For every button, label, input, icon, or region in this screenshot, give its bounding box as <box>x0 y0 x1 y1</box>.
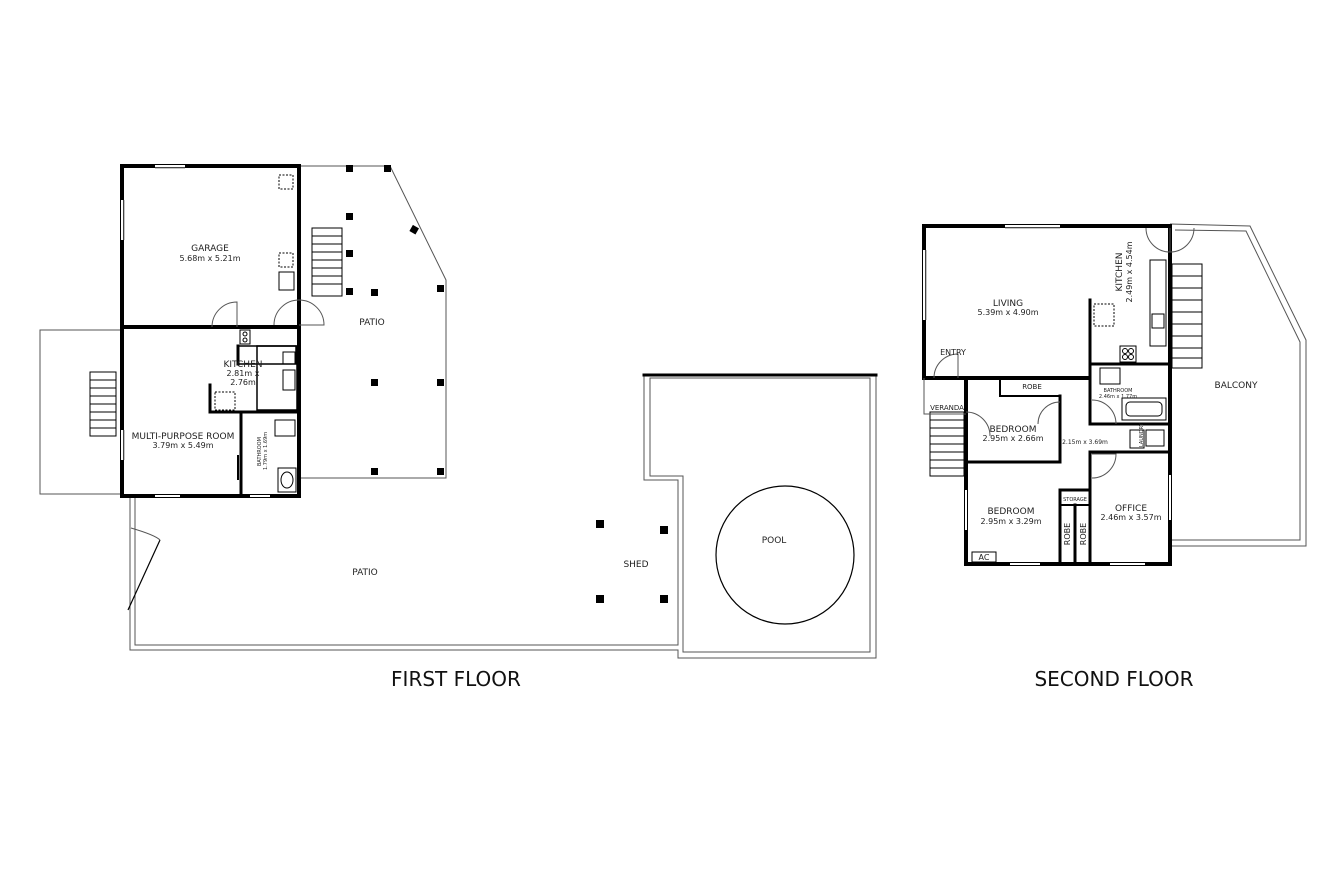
patio-stairs <box>311 227 343 297</box>
second-floor-doors <box>933 227 1195 479</box>
second-bathroom-label: BATHROOM <box>1104 388 1133 394</box>
kitchen-dims-line2: 2.76m <box>230 378 256 387</box>
robe-b-label: ROBE <box>1079 523 1088 545</box>
office-dims: 2.46m x 3.57m <box>1100 513 1161 522</box>
robe-a-label: ROBE <box>1063 523 1072 545</box>
kitchen-label: KITCHEN <box>224 360 263 370</box>
side-deck-stairs <box>89 371 117 437</box>
bedroom2-dims: 2.95m x 3.29m <box>980 517 1041 526</box>
bedroom1-label: BEDROOM <box>990 425 1037 435</box>
first-floor-title: FIRST FLOOR <box>391 667 521 691</box>
patio-posts <box>346 165 668 603</box>
multi-purpose-label: MULTI-PURPOSE ROOM <box>132 432 235 442</box>
hall-dims: 2.15m x 3.69m <box>1062 439 1108 446</box>
living-label: LIVING <box>993 299 1023 309</box>
balcony-inner-line <box>1172 229 1301 541</box>
living-dims: 5.39m x 4.90m <box>977 308 1038 317</box>
first-floor-fixtures <box>214 174 297 493</box>
bedroom1-dims: 2.95m x 2.66m <box>982 434 1043 443</box>
robe-top-label: ROBE <box>1022 383 1042 391</box>
balcony-outline <box>1169 223 1307 547</box>
kitchen-dims-line1: 2.81m x <box>227 369 260 378</box>
pool-label: POOL <box>762 536 787 546</box>
garage-dims: 5.68m x 5.21m <box>179 254 240 263</box>
laundry-label: LAUNDRY <box>1139 422 1145 447</box>
office-label: OFFICE <box>1115 504 1147 514</box>
side-deck-outline <box>39 329 122 495</box>
second-floor-walls <box>922 224 1172 566</box>
second-floor-plan: LIVING 5.39m x 4.90m KITCHEN 2.49m x 4.5… <box>922 223 1307 691</box>
garage-label: GARAGE <box>191 244 229 254</box>
second-kitchen-dims: 2.49m x 4.54m <box>1125 241 1134 302</box>
entry-label: ENTRY <box>940 348 966 357</box>
ac-label: AC <box>979 553 990 562</box>
second-bathroom-dims: 2.46m x 1.77m <box>1099 394 1137 400</box>
upper-patio-outline <box>300 165 447 479</box>
first-bathroom-label: BATHROOM <box>257 437 263 466</box>
pool-enclosure-inner <box>649 377 871 653</box>
upper-patio-label: PATIO <box>359 318 385 328</box>
first-floor-walls <box>120 164 301 498</box>
storage-label: STORAGE <box>1063 497 1087 503</box>
balcony-label: BALCONY <box>1215 381 1258 391</box>
shed-label: SHED <box>623 560 648 570</box>
first-bathroom-dims: 1.79m x 1.69m <box>263 432 269 470</box>
bedroom2-label: BEDROOM <box>988 507 1035 517</box>
first-floor-doors <box>211 299 325 480</box>
second-floor-title: SECOND FLOOR <box>1034 667 1193 691</box>
veranda-outline <box>923 378 966 415</box>
balcony-stairs <box>1171 263 1203 369</box>
gate-door-arc <box>130 527 161 541</box>
multi-purpose-dims: 3.79m x 5.49m <box>152 441 213 450</box>
veranda-stairs <box>929 411 965 477</box>
lower-patio-label: PATIO <box>352 568 378 578</box>
pool-circle <box>715 485 855 625</box>
first-floor-plan: GARAGE 5.68m x 5.21m KITCHEN 2.81m x 2.7… <box>39 164 878 691</box>
gate-door <box>127 539 161 611</box>
veranda-label: VERANDA <box>930 404 964 412</box>
second-kitchen-label: KITCHEN <box>1115 253 1125 292</box>
second-floor-fixtures <box>971 259 1167 563</box>
